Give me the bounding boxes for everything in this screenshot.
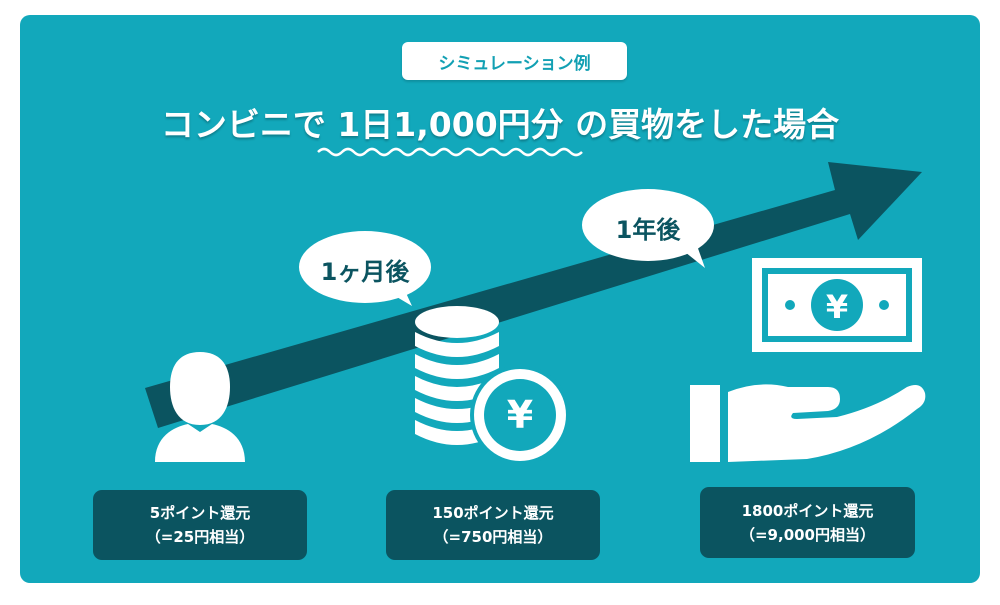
bubble-year — [582, 189, 714, 268]
coin-yen-symbol: ¥ — [507, 393, 533, 437]
hand-icon — [690, 384, 926, 462]
title-prefix: コンビニで — [160, 105, 326, 144]
growth-arrow — [145, 162, 922, 428]
person-icon — [155, 352, 245, 462]
result-value: （=750円相当） — [433, 528, 553, 546]
bill-yen-symbol: ¥ — [826, 288, 848, 326]
result-value: （=25円相当） — [145, 528, 255, 546]
result-points: 5ポイント還元 — [149, 504, 251, 522]
banknote-icon — [752, 258, 922, 352]
page-title: コンビニで 1日1,000円分 の買物をした場合 — [0, 98, 1000, 146]
title-highlight: 1日1,000円分 — [337, 105, 564, 144]
result-box-year: 1800ポイント還元 （=9,000円相当） — [700, 487, 915, 558]
result-points: 150ポイント還元 — [432, 504, 554, 522]
wavy-underline — [317, 147, 583, 157]
bubble-year-label: 1年後 — [615, 216, 681, 244]
result-value: （=9,000円相当） — [739, 525, 875, 544]
result-box-day: 5ポイント還元 （=25円相当） — [93, 490, 307, 560]
bubble-month-label: 1ヶ月後 — [320, 258, 410, 286]
bubble-month — [299, 231, 431, 306]
simulation-tag: シミュレーション例 — [402, 42, 627, 80]
coin-stack-icon — [415, 306, 570, 465]
result-points: 1800ポイント還元 — [741, 501, 874, 520]
result-box-month: 150ポイント還元 （=750円相当） — [386, 490, 600, 560]
title-suffix: の買物をした場合 — [575, 105, 840, 144]
